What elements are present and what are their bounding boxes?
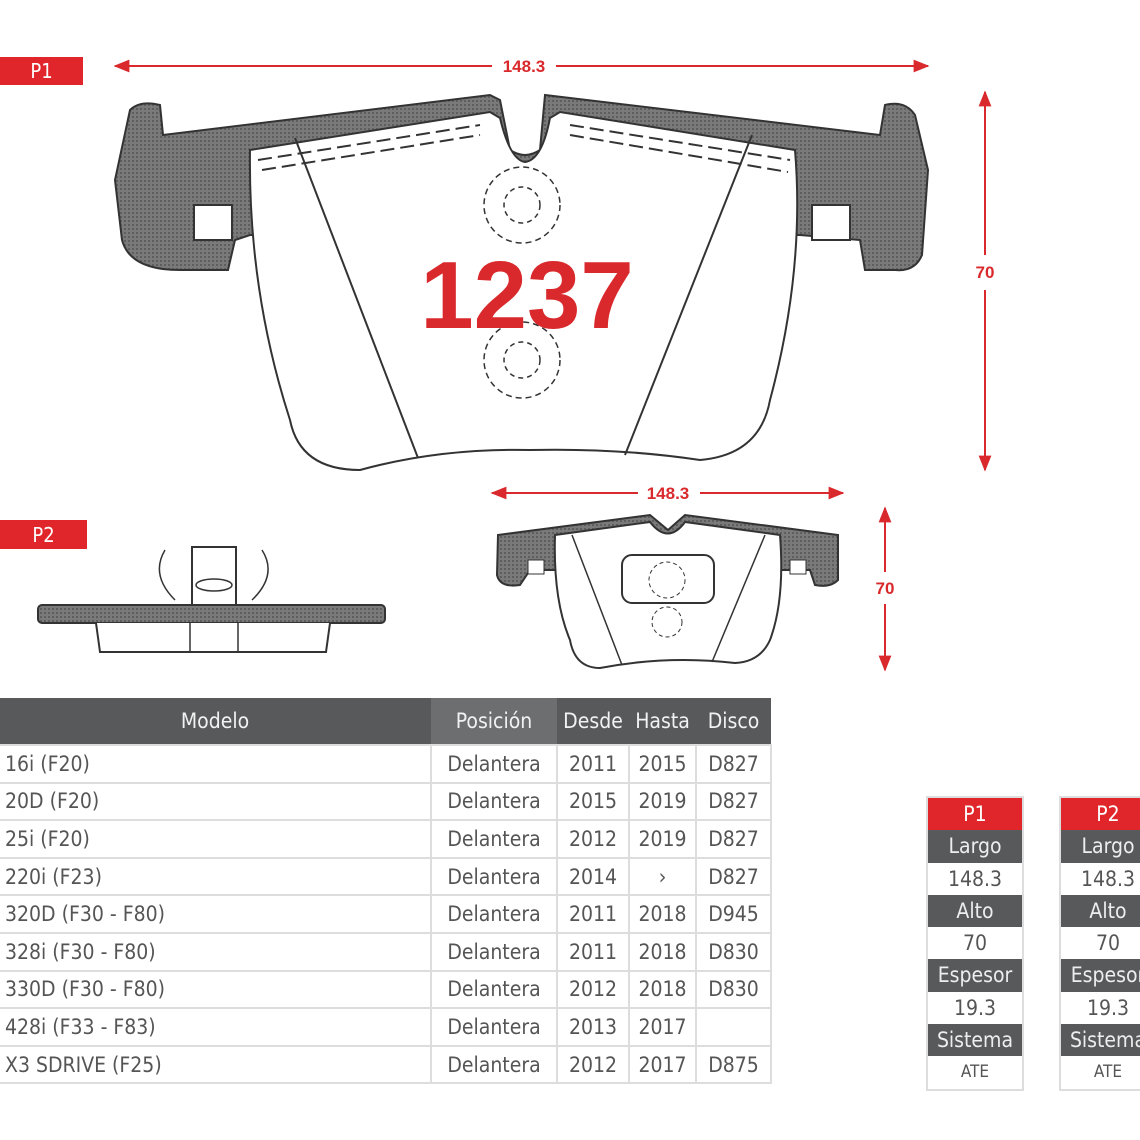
header-hasta: Hasta xyxy=(629,698,696,745)
cell-hasta: 2017 xyxy=(628,1044,697,1085)
header-disco: Disco xyxy=(696,698,771,745)
cell-modelo: 20D (F20) xyxy=(0,781,432,822)
cell-posicion: Delantera xyxy=(430,1044,558,1085)
header-desde: Desde xyxy=(557,698,629,745)
brake-pad-drawing: 148.3 70 1237 148.3 70 xyxy=(37,57,995,672)
cell-disco: D827 xyxy=(695,781,772,822)
cell-disco: D830 xyxy=(695,931,772,972)
cell-posicion: Delantera xyxy=(430,931,558,972)
p2-side-view xyxy=(37,546,386,653)
spec-card-p1: P1 Largo 148.3 Alto 70 Espesor 19.3 Sist… xyxy=(926,796,1024,1091)
cell-hasta: 2019 xyxy=(628,781,697,822)
header-modelo: Modelo xyxy=(0,698,431,745)
spec-value-sistema: ATE xyxy=(1061,1056,1140,1089)
cell-desde: 2011 xyxy=(556,744,630,784)
spec-label-alto: Alto xyxy=(928,894,1022,928)
cell-modelo: 320D (F30 - F80) xyxy=(0,894,432,934)
p1-width-dimension: 148.3 xyxy=(113,57,930,76)
p2-width-dimension: 148.3 xyxy=(490,484,845,503)
cell-desde: 2014 xyxy=(556,856,630,897)
header-posicion: Posición xyxy=(431,698,557,745)
spec-title: P1 xyxy=(928,798,1022,831)
spec-label-espesor: Espesor xyxy=(928,959,1022,992)
cell-modelo: 328i (F30 - F80) xyxy=(0,931,432,972)
cell-modelo: 16i (F20) xyxy=(0,744,432,784)
spec-value-alto: 70 xyxy=(928,927,1022,960)
cell-desde: 2011 xyxy=(556,931,630,972)
cell-desde: 2013 xyxy=(556,1007,630,1047)
cell-desde: 2012 xyxy=(556,1044,630,1085)
spec-value-espesor: 19.3 xyxy=(928,991,1022,1025)
cell-hasta: 2018 xyxy=(628,931,697,972)
p2-height-dimension: 70 xyxy=(876,506,895,672)
cell-posicion: Delantera xyxy=(430,856,558,897)
p2-label: P2 xyxy=(0,520,87,549)
spec-label-largo: Largo xyxy=(1061,830,1140,863)
spec-label-espesor: Espesor xyxy=(1061,959,1140,992)
p1-label: P1 xyxy=(0,57,83,85)
spec-value-sistema: ATE xyxy=(928,1056,1022,1089)
spec-value-espesor: 19.3 xyxy=(1061,991,1140,1025)
cell-disco: D827 xyxy=(695,819,772,859)
cell-disco: D875 xyxy=(695,1044,772,1085)
cell-posicion: Delantera xyxy=(430,781,558,822)
cell-modelo: X3 SDRIVE (F25) xyxy=(0,1044,432,1085)
cell-disco: D830 xyxy=(695,969,772,1010)
cell-modelo: 220i (F23) xyxy=(0,856,432,897)
cell-hasta: 2018 xyxy=(628,894,697,934)
cell-disco: D945 xyxy=(695,894,772,934)
p1-width-value: 148.3 xyxy=(503,57,546,76)
cell-disco: D827 xyxy=(695,744,772,784)
cell-hasta: 2019 xyxy=(628,819,697,859)
cell-hasta: 2018 xyxy=(628,969,697,1010)
compatibility-table: Modelo Posición Desde Hasta Disco 16i (F… xyxy=(0,698,772,1085)
cell-modelo: 25i (F20) xyxy=(0,819,432,859)
spec-label-largo: Largo xyxy=(928,830,1022,863)
spec-label-sistema: Sistema xyxy=(1061,1024,1140,1057)
cell-posicion: Delantera xyxy=(430,894,558,934)
spec-label-sistema: Sistema xyxy=(928,1024,1022,1057)
cell-posicion: Delantera xyxy=(430,744,558,784)
cell-desde: 2015 xyxy=(556,781,630,822)
cell-desde: 2012 xyxy=(556,969,630,1010)
p2-height-value: 70 xyxy=(876,579,895,598)
table-header: Modelo Posición Desde Hasta Disco xyxy=(0,698,771,745)
spec-label-alto: Alto xyxy=(1061,894,1140,928)
spec-title: P2 xyxy=(1061,798,1140,831)
p2-width-value: 148.3 xyxy=(647,484,690,503)
cell-modelo: 428i (F33 - F83) xyxy=(0,1007,432,1047)
cell-posicion: Delantera xyxy=(430,819,558,859)
cell-desde: 2012 xyxy=(556,819,630,859)
spec-value-alto: 70 xyxy=(1061,927,1140,960)
cell-hasta: 2015 xyxy=(628,744,697,784)
cell-posicion: Delantera xyxy=(430,969,558,1010)
spec-card-p2: P2 Largo 148.3 Alto 70 Espesor 19.3 Sist… xyxy=(1059,796,1140,1091)
part-number: 1237 xyxy=(420,242,634,349)
p1-height-value: 70 xyxy=(976,263,995,282)
spec-value-largo: 148.3 xyxy=(1061,862,1140,895)
cell-posicion: Delantera xyxy=(430,1007,558,1047)
cell-disco xyxy=(695,1007,772,1047)
cell-hasta: › xyxy=(628,856,697,897)
p1-height-dimension: 70 xyxy=(976,90,995,472)
cell-modelo: 330D (F30 - F80) xyxy=(0,969,432,1010)
p1-friction-material xyxy=(248,110,799,472)
cell-desde: 2011 xyxy=(556,894,630,934)
cell-hasta: 2017 xyxy=(628,1007,697,1047)
cell-disco: D827 xyxy=(695,856,772,897)
spec-value-largo: 148.3 xyxy=(928,862,1022,895)
